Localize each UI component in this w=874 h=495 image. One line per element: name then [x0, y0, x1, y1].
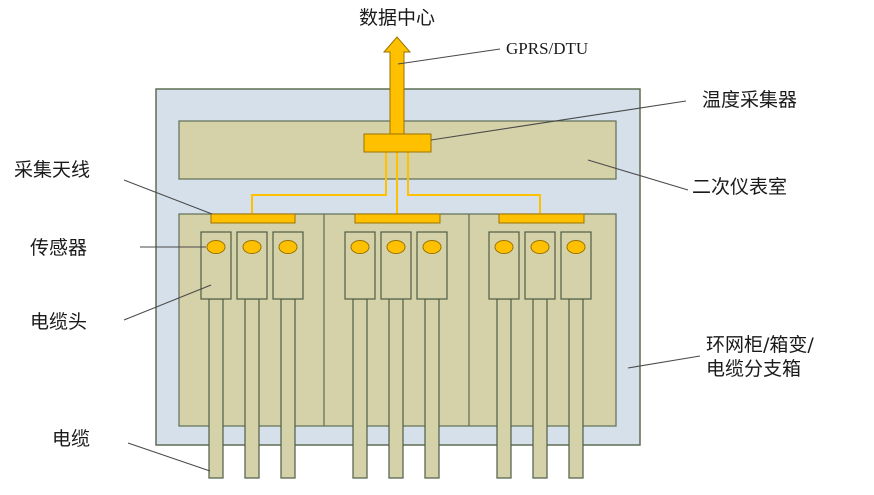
label-ring-cabinet-line2: 电缆分支箱 — [706, 358, 801, 380]
label-cable-head: 电缆头 — [30, 311, 87, 333]
wire-left — [251, 152, 387, 214]
cable-3 — [280, 298, 296, 479]
label-secondary-room: 二次仪表室 — [692, 176, 787, 198]
cable-8 — [532, 298, 548, 479]
sensor-2 — [242, 240, 262, 254]
label-cable: 电缆 — [52, 428, 90, 450]
cable-2 — [244, 298, 260, 479]
antenna-wires — [251, 152, 541, 214]
sensor-5 — [386, 240, 406, 254]
collector-antennas — [210, 213, 585, 224]
temp-collector-device — [363, 133, 432, 153]
cable-7 — [496, 298, 512, 479]
leader-gprs — [397, 48, 501, 65]
antenna-right — [498, 213, 585, 224]
sensor-7 — [494, 240, 514, 254]
leader-antenna — [123, 179, 213, 215]
sensor-3 — [278, 240, 298, 254]
label-temp-collector: 温度采集器 — [702, 89, 797, 111]
cable-1 — [208, 298, 224, 479]
antenna-left — [210, 213, 296, 224]
leader-temp-collector — [430, 100, 687, 141]
antenna-middle — [354, 213, 441, 224]
leader-cable — [127, 442, 211, 472]
cable-6 — [424, 298, 440, 479]
cable-columns — [200, 231, 592, 479]
wire-right — [407, 152, 541, 214]
leader-ring-cabinet — [627, 355, 701, 369]
cable-4 — [352, 298, 368, 479]
sensor-1 — [206, 240, 226, 254]
label-sensor: 传感器 — [30, 237, 87, 259]
label-gprs-dtu: GPRS/DTU — [506, 39, 588, 58]
leader-cable-head — [123, 284, 212, 321]
cable-9 — [568, 298, 584, 479]
label-ring-cabinet-line1: 环网柜/箱变/ — [706, 334, 814, 356]
sensor-9 — [566, 240, 586, 254]
sensor-4 — [350, 240, 370, 254]
cable-5 — [388, 298, 404, 479]
leader-lines — [123, 48, 701, 472]
sensor-6 — [422, 240, 442, 254]
leader-secondary-room — [587, 159, 689, 191]
label-collector-antenna: 采集天线 — [14, 159, 90, 181]
label-data-center: 数据中心 — [359, 7, 435, 29]
sensor-8 — [530, 240, 550, 254]
